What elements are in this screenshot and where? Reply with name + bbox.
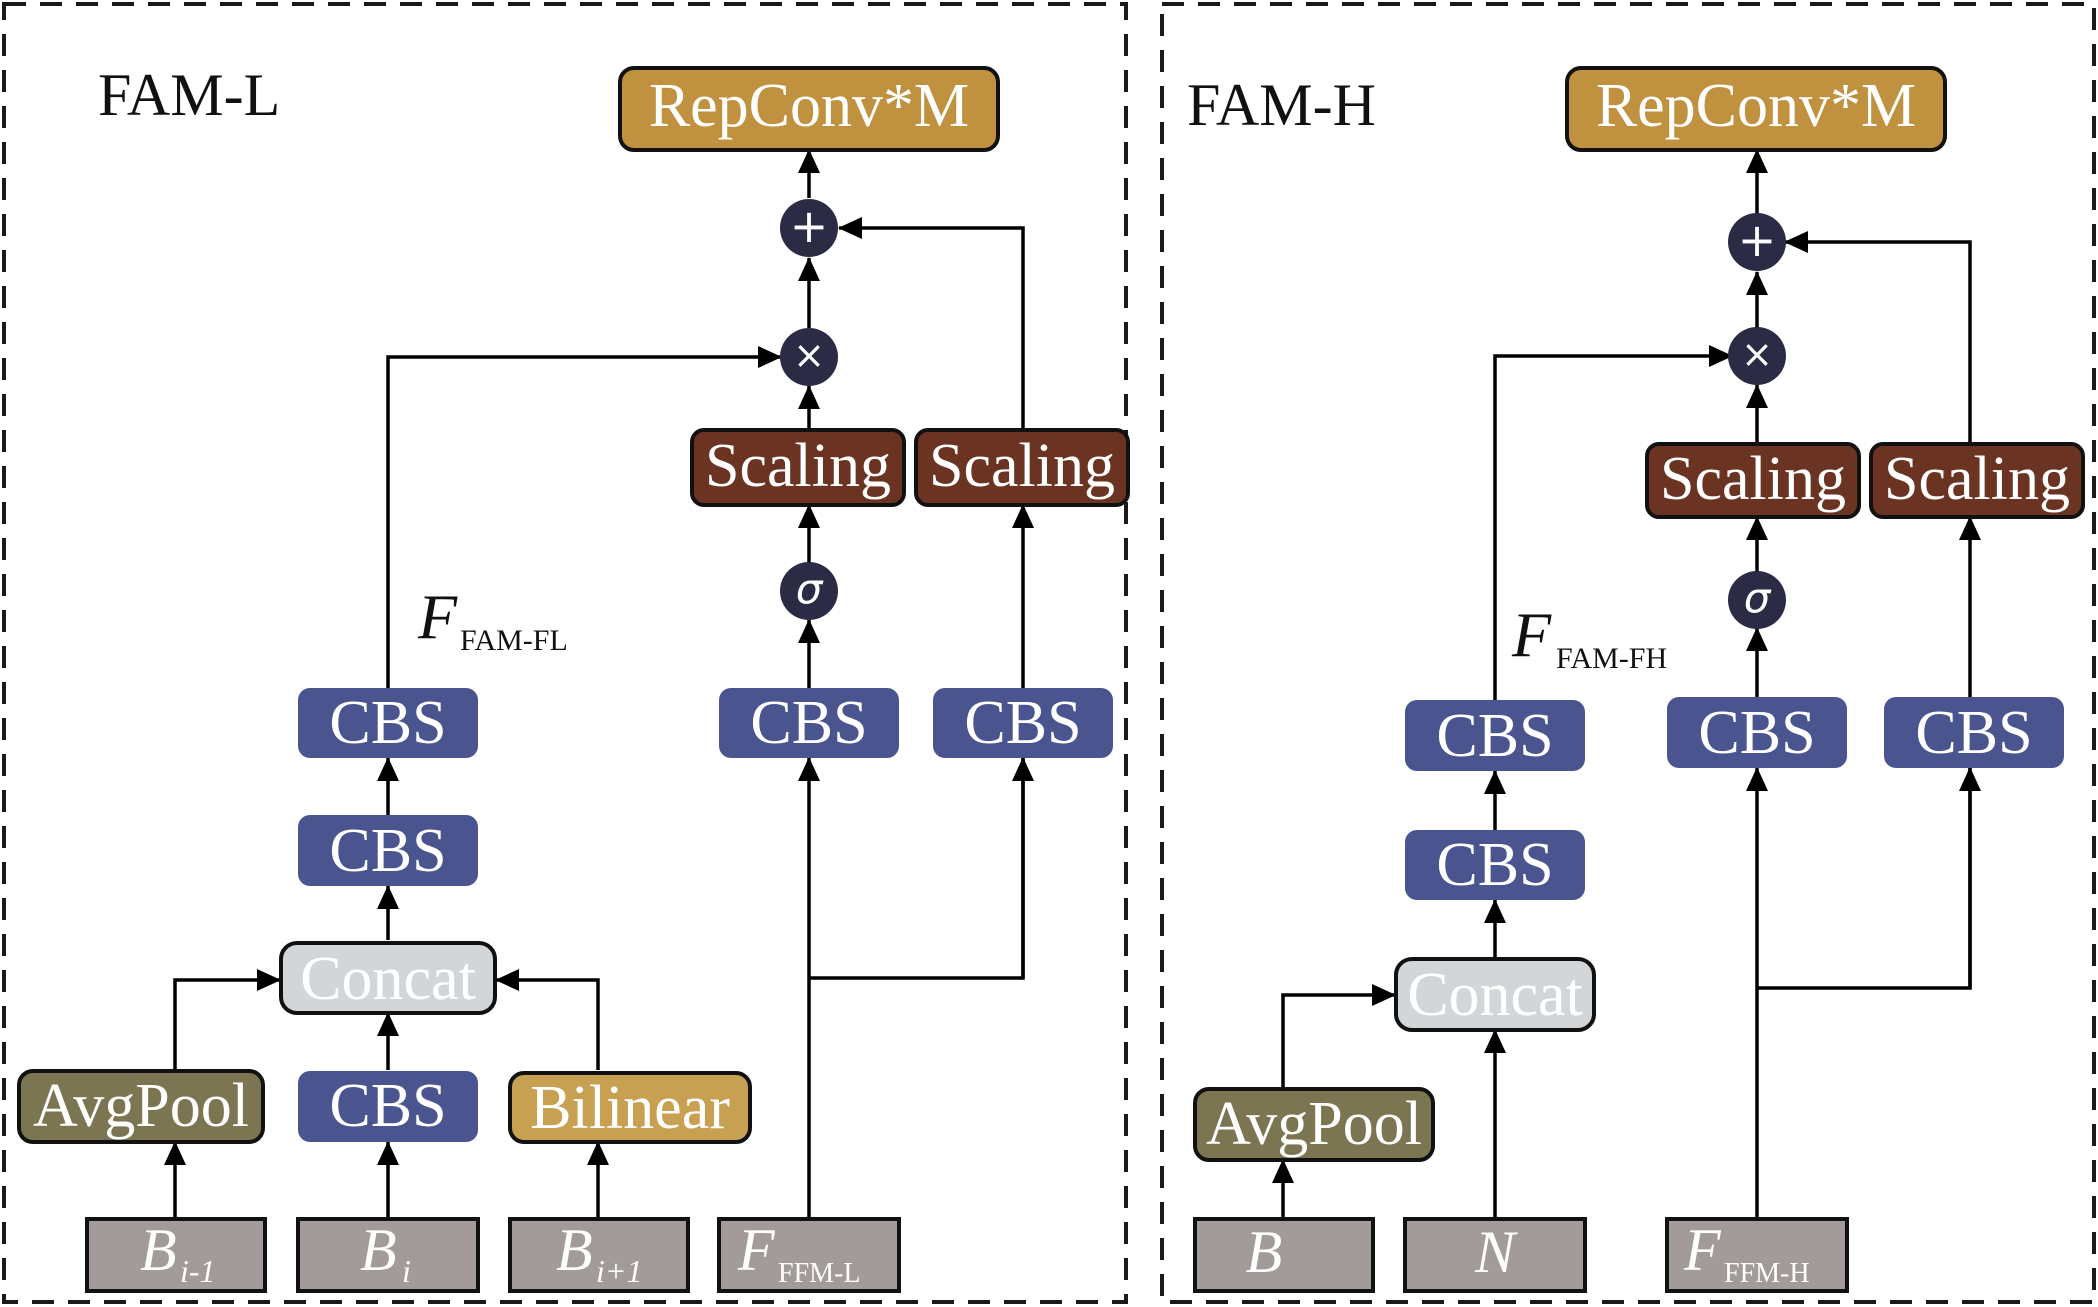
right-scaling-b-node: Scaling — [1869, 442, 2085, 519]
left-add-symbol: + — [790, 199, 829, 253]
left-cbs-side-label: CBS — [964, 689, 1081, 757]
right-cbs-mid-label: CBS — [1436, 831, 1553, 899]
left-multiply-operator: × — [780, 328, 838, 386]
left-cbs-bi-node: CBS — [298, 1071, 478, 1142]
right-concat-node: Concat — [1394, 957, 1596, 1032]
right-input-f-ffm: F FFM-H — [1665, 1217, 1849, 1293]
left-concat-node: Concat — [279, 941, 497, 1015]
left-scaling-b-label: Scaling — [929, 432, 1115, 500]
right-feature-main: F — [1511, 599, 1552, 670]
right-add-operator: + — [1728, 213, 1786, 271]
left-panel-title: FAM-L — [98, 62, 280, 128]
right-cbs-mid-node: CBS — [1405, 830, 1585, 900]
input-sub: i — [402, 1253, 411, 1289]
left-avgpool-node: AvgPool — [17, 1069, 265, 1144]
right-connectors — [1272, 149, 1981, 1218]
right-scaling-a-label: Scaling — [1660, 445, 1846, 513]
input-main: B — [556, 1217, 593, 1283]
left-avgpool-label: AvgPool — [33, 1072, 249, 1140]
right-cbs-side-label: CBS — [1915, 699, 2032, 767]
right-multiply-symbol: × — [1741, 332, 1773, 376]
right-input-n: N — [1403, 1217, 1587, 1293]
right-cbs-top-node: CBS — [1405, 700, 1585, 771]
left-repconv-node: RepConv*M — [618, 66, 1000, 152]
right-scaling-b-label: Scaling — [1884, 445, 2070, 513]
left-feature-sub: FAM-FL — [460, 624, 568, 657]
left-repconv-label: RepConv*M — [649, 72, 969, 140]
left-add-operator: + — [780, 199, 838, 257]
right-multiply-operator: × — [1728, 327, 1786, 385]
left-scaling-a-node: Scaling — [690, 428, 906, 507]
left-input-b-next: B i+1 — [508, 1217, 690, 1293]
left-multiply-symbol: × — [793, 333, 825, 377]
input-main: F — [1683, 1217, 1722, 1283]
input-main: B — [1246, 1219, 1283, 1285]
left-sigma-symbol: σ — [796, 565, 824, 614]
right-input-b: B — [1193, 1217, 1375, 1293]
left-cbs-top-node: CBS — [298, 688, 478, 758]
left-cbs-top-label: CBS — [329, 689, 446, 757]
right-feature-label: F FAM-FH — [1511, 599, 1667, 675]
left-bilinear-label: Bilinear — [530, 1074, 730, 1142]
left-input-b-prev: B i-1 — [85, 1217, 267, 1293]
right-sigma-operator: σ — [1728, 571, 1786, 629]
right-cbs-side-node: CBS — [1884, 697, 2064, 768]
left-scaling-a-label: Scaling — [705, 432, 891, 500]
right-avgpool-label: AvgPool — [1206, 1090, 1422, 1158]
right-concat-label: Concat — [1407, 961, 1583, 1029]
right-feature-sub: FAM-FH — [1556, 642, 1667, 675]
left-cbs-mid-node: CBS — [298, 815, 478, 886]
left-sigma-operator: σ — [780, 562, 838, 620]
input-sub: i+1 — [596, 1253, 642, 1289]
left-feature-main: F — [417, 581, 458, 652]
left-feature-label: F FAM-FL — [417, 581, 568, 657]
left-input-b: B i — [296, 1217, 480, 1293]
input-main: N — [1474, 1219, 1518, 1285]
input-sub: FFM-H — [1724, 1258, 1810, 1289]
left-cbs-side-node: CBS — [933, 688, 1113, 758]
right-cbs-sig-node: CBS — [1667, 697, 1847, 768]
right-cbs-sig-label: CBS — [1698, 699, 1815, 767]
left-concat-label: Concat — [300, 945, 476, 1013]
input-main: B — [360, 1217, 397, 1283]
right-add-symbol: + — [1738, 213, 1777, 267]
right-repconv-node: RepConv*M — [1565, 66, 1947, 152]
right-repconv-label: RepConv*M — [1596, 72, 1916, 140]
input-main: B — [140, 1217, 177, 1283]
left-cbs-sig-label: CBS — [750, 689, 867, 757]
input-main: F — [737, 1217, 776, 1283]
left-cbs-sig-node: CBS — [719, 688, 899, 758]
left-input-f-ffm: F FFM-L — [717, 1217, 901, 1293]
left-cbs-bi-label: CBS — [329, 1072, 446, 1140]
right-sigma-symbol: σ — [1744, 574, 1772, 623]
left-connectors — [164, 149, 1034, 1218]
right-panel-title: FAM-H — [1187, 72, 1376, 138]
right-avgpool-node: AvgPool — [1193, 1087, 1435, 1162]
right-scaling-a-node: Scaling — [1645, 442, 1861, 519]
right-cbs-top-label: CBS — [1436, 702, 1553, 770]
left-bilinear-node: Bilinear — [508, 1071, 752, 1144]
left-scaling-b-node: Scaling — [914, 428, 1130, 507]
input-sub: FFM-L — [778, 1258, 860, 1289]
left-cbs-mid-label: CBS — [329, 817, 446, 885]
left-panel-border — [2, 2, 1128, 1304]
input-sub: i-1 — [180, 1253, 216, 1289]
